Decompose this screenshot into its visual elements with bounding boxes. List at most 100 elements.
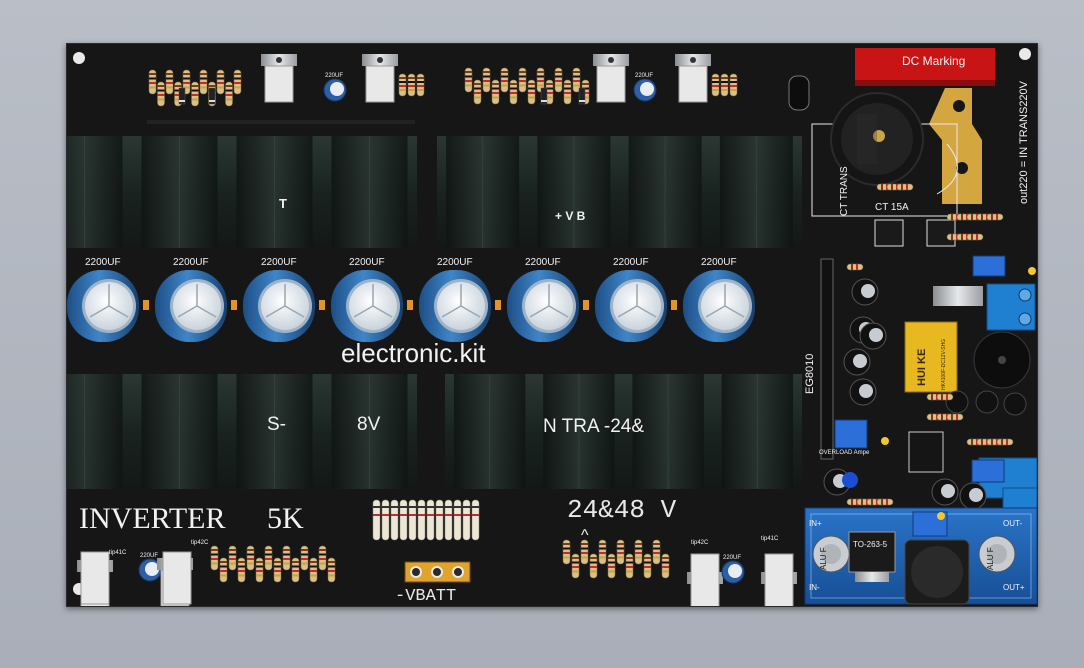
- watermark: electronic.kit: [341, 338, 486, 368]
- resistor: [407, 73, 416, 97]
- capacitor-label: 2200UF: [85, 257, 121, 268]
- capacitor-label: 2200UF: [261, 257, 297, 268]
- in-plus-label: IN+: [809, 519, 822, 528]
- battery-label: -VBATT: [395, 587, 456, 606]
- resistor: [219, 557, 228, 583]
- resistor: [372, 499, 381, 541]
- output-note: out220 = IN TRANS220V: [1018, 80, 1030, 204]
- battery-resistor-stack: [372, 499, 480, 541]
- heatsink-label-bottom-left-a: S-: [267, 414, 286, 435]
- transistor-to92: [975, 390, 999, 414]
- capacitor-small-label: 220UF: [723, 555, 741, 561]
- electrolytic-capacitor-small: 220UF: [323, 73, 347, 102]
- diode: [540, 87, 548, 105]
- diode: [178, 87, 186, 105]
- control-section: DC Marking out220 = IN TRANS220V CT TRAN…: [788, 48, 1037, 539]
- resistor: [233, 69, 242, 95]
- resistor: [225, 81, 233, 107]
- out-plus-label: OUT+: [1003, 583, 1025, 592]
- resistor: [309, 557, 318, 583]
- caret-mark: ^: [581, 527, 589, 544]
- capacitor-2200uf: [507, 270, 579, 342]
- relay-brand: HUI KE: [916, 349, 928, 386]
- resistor: [416, 73, 425, 97]
- resistor: [491, 79, 500, 105]
- resistor: [711, 73, 720, 97]
- diode: [578, 87, 586, 105]
- resistor: [148, 69, 157, 95]
- electrolytic-capacitor-black: [843, 348, 871, 376]
- transistor-to92: [1003, 392, 1027, 416]
- resistor: [444, 499, 453, 541]
- resistor: [417, 499, 426, 541]
- capacitor-small-label: 220UF: [635, 73, 653, 79]
- heatsink-label-bottom-left-b: 8V: [357, 414, 381, 435]
- resistor: [661, 553, 670, 579]
- resistor: [453, 499, 462, 541]
- capacitor-2200uf: [331, 270, 403, 342]
- resistor: [426, 499, 435, 541]
- electrolytic-capacitor-black: [931, 478, 959, 506]
- resistor: [966, 233, 984, 241]
- heatsink-bottom-left: [67, 374, 417, 489]
- resistor: [199, 69, 208, 95]
- resistor: [946, 413, 964, 421]
- dc-marking-block: [855, 48, 995, 84]
- resistor: [643, 553, 652, 579]
- resistor: [327, 557, 336, 583]
- resistor: [554, 67, 563, 93]
- resistor: [876, 498, 894, 506]
- resistor: [191, 81, 199, 107]
- out-minus-label: OUT-: [1003, 519, 1022, 528]
- capacitor-2200uf: [67, 270, 139, 342]
- electrolytic-capacitor-black: [851, 278, 879, 306]
- relay-spec: HK4100F-DC12V-SHG: [941, 339, 947, 390]
- resistor: [598, 539, 607, 565]
- resistor: [318, 545, 327, 571]
- resistor: [390, 499, 399, 541]
- resistor: [607, 553, 616, 579]
- heatsink-fin: [67, 374, 123, 489]
- resistor: [563, 79, 572, 105]
- alu-label-left: ALU F: [819, 547, 828, 570]
- battery-header: [404, 561, 471, 583]
- heatsink-fin: [67, 136, 123, 248]
- heatsink-bottom-right: [445, 374, 802, 489]
- resistor: [720, 73, 729, 97]
- smd-resistor: [671, 300, 677, 310]
- transistor-label: tip41C: [109, 550, 127, 556]
- pcb-render: 220UF 220UF T + V B S- 8V N TRA -24& 220…: [67, 48, 1037, 606]
- driver-ic-label: EG8010: [804, 354, 816, 394]
- board-title: INVERTER: [79, 502, 226, 535]
- overload-label: OVERLOAD Ampe: [819, 450, 870, 456]
- resistor: [482, 67, 491, 93]
- board-voltage: 24&48 V: [567, 495, 677, 525]
- heatsink-top-right: [437, 136, 802, 248]
- resistor: [462, 499, 471, 541]
- led-blue: [842, 472, 858, 488]
- smd-resistor: [319, 300, 325, 310]
- dc-dc-module: ALU F ALU F TO-263-5 IN+ IN- OUT+ OUT-: [804, 507, 1037, 605]
- power-transistor: [675, 54, 711, 103]
- capacitor-2200uf: [419, 270, 491, 342]
- resistor: [398, 73, 407, 97]
- resistor: [237, 557, 246, 583]
- capacitor-label: 2200UF: [525, 257, 561, 268]
- resistor: [562, 539, 571, 565]
- top-left-resistor-bank: 220UF: [147, 54, 425, 124]
- diode: [208, 87, 216, 105]
- resistor: [571, 553, 580, 579]
- resistor: [518, 67, 527, 93]
- capacitor-2200uf: [155, 270, 227, 342]
- resistor: [625, 553, 634, 579]
- resistor: [473, 79, 482, 105]
- heatsink-label-top-left: T: [279, 196, 287, 211]
- capacitor-2200uf: [683, 270, 755, 342]
- resistor: [536, 67, 545, 93]
- capacitor-small-label: 220UF: [140, 553, 158, 559]
- smd-resistor: [143, 300, 149, 310]
- capacitor-label: 2200UF: [437, 257, 473, 268]
- resistor: [464, 67, 473, 93]
